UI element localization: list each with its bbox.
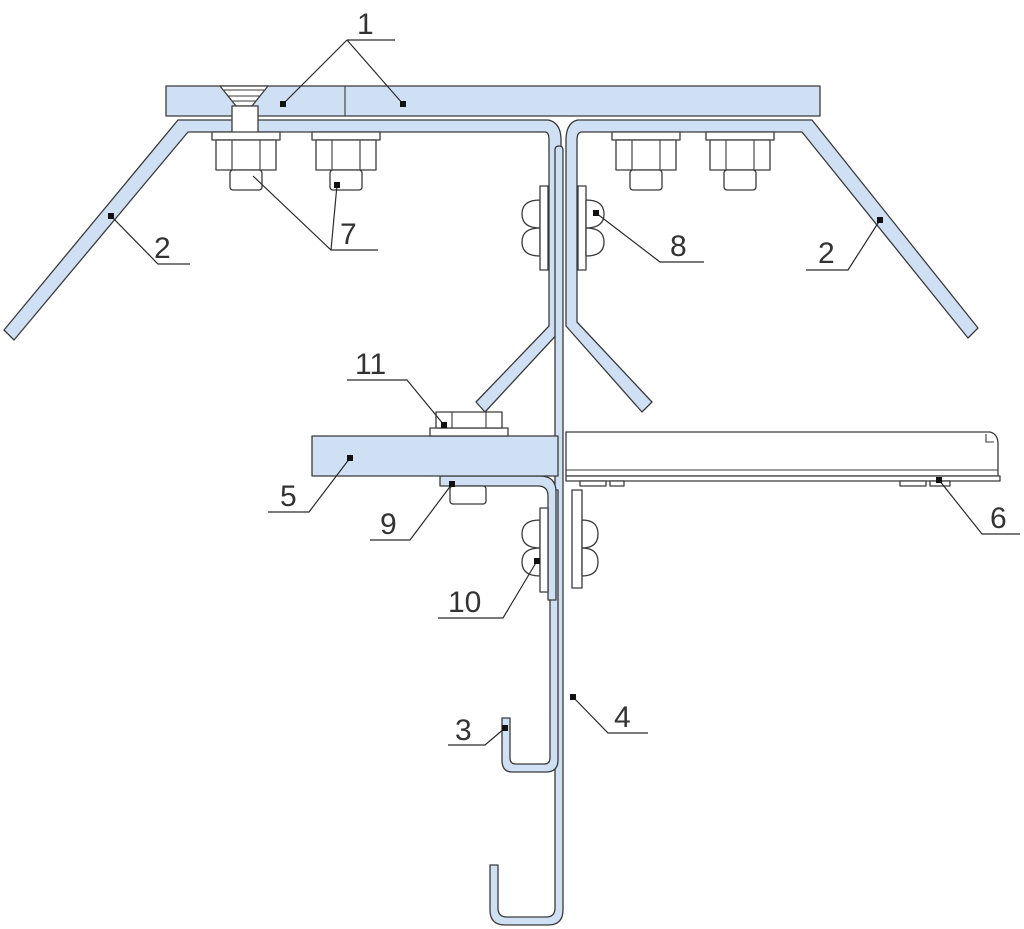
nut-washer	[705, 131, 775, 141]
leader-1b	[346, 39, 404, 105]
leader-dots	[108, 101, 942, 731]
bolt-tail	[629, 169, 663, 191]
bolt-8-head-left	[521, 199, 541, 229]
nut-body	[709, 139, 771, 171]
callout-4: 4	[614, 701, 631, 734]
bolt-8-head-left	[521, 227, 541, 257]
bolt-8-nut-right	[585, 227, 605, 257]
leader-lines	[110, 39, 1020, 746]
nut-washer	[211, 131, 281, 141]
callout-3: 3	[455, 714, 472, 747]
set-screw-shank	[231, 105, 259, 137]
nut-washer	[611, 131, 681, 141]
leader-7b	[330, 184, 338, 251]
bolt-10-nut-right	[581, 547, 599, 577]
callout-2-left: 2	[154, 232, 171, 265]
callout-2-right: 2	[818, 237, 835, 270]
leader-2-left	[110, 215, 190, 265]
nut-body	[215, 139, 277, 171]
bolt-11-washer	[429, 427, 509, 437]
callout-9: 9	[380, 508, 397, 541]
bolt-10-nut-right	[581, 519, 599, 549]
dot-4	[570, 694, 576, 700]
nut-group-right-2	[705, 131, 775, 191]
dot-11	[441, 422, 447, 428]
leader-8	[595, 212, 704, 263]
callout-labels: 1 2 2 3 4 5 6 7 8 9 10 11	[154, 8, 1007, 747]
leader-6	[938, 479, 1020, 535]
dot-9	[449, 481, 455, 487]
callout-8: 8	[670, 230, 687, 263]
callout-5: 5	[280, 480, 297, 513]
bolt-10-washer-right	[571, 489, 583, 589]
bolt-8-washer-right	[577, 185, 587, 271]
leader-11	[347, 379, 445, 426]
vertical-hanger	[489, 145, 564, 926]
callout-10: 10	[448, 586, 481, 619]
panel-foot-1	[579, 480, 607, 487]
dot-1a	[280, 101, 286, 107]
leader-5	[268, 457, 351, 513]
bolt-8	[521, 185, 605, 271]
nut-washer	[311, 131, 381, 141]
dot-2-left	[108, 213, 114, 219]
angle-bracket	[439, 475, 557, 601]
callout-7: 7	[340, 218, 357, 251]
nut-group-left-2	[311, 131, 381, 191]
top-plate	[165, 85, 821, 117]
callout-11: 11	[355, 348, 386, 381]
panel-foot-3	[899, 480, 927, 487]
callout-1: 1	[357, 8, 374, 41]
nut-body	[615, 139, 677, 171]
panel-corner	[985, 434, 994, 443]
dot-7	[334, 182, 340, 188]
panel	[565, 431, 1001, 487]
nut-group-right-1	[611, 131, 681, 191]
dot-2-right	[877, 217, 883, 223]
top-plate-body	[165, 85, 821, 117]
bolt-tail	[229, 169, 263, 191]
bolt-8-washer-left	[539, 185, 549, 271]
nut-body	[315, 139, 377, 171]
bolt-10-head-left	[521, 547, 541, 577]
panel-foot-2	[609, 480, 625, 487]
leader-2-right	[806, 219, 881, 271]
bolt-10-head-left	[521, 519, 541, 549]
panel-base	[565, 475, 1001, 482]
leader-1a	[282, 39, 348, 105]
leader-10	[438, 560, 538, 619]
leader-3	[448, 727, 506, 746]
bolt-10	[521, 489, 599, 593]
panel-body	[565, 431, 999, 477]
right-arm-bracket	[565, 119, 979, 413]
dot-8	[593, 210, 599, 216]
dot-3	[502, 725, 508, 731]
bolt-11-tail	[449, 485, 487, 505]
callout-6: 6	[990, 502, 1007, 535]
dot-10	[534, 558, 540, 564]
dot-5	[347, 455, 353, 461]
set-screw	[219, 85, 269, 137]
nut-group-left-1	[211, 131, 281, 191]
bolt-11	[429, 411, 509, 505]
dot-1b	[400, 101, 406, 107]
dot-6	[936, 477, 942, 483]
bolt-10-washer-left	[539, 507, 549, 593]
left-arm-bracket	[3, 119, 562, 413]
leader-9	[370, 483, 453, 541]
leader-4	[572, 696, 648, 734]
set-screw-hatch	[224, 89, 264, 102]
bolt-tail	[723, 169, 757, 191]
